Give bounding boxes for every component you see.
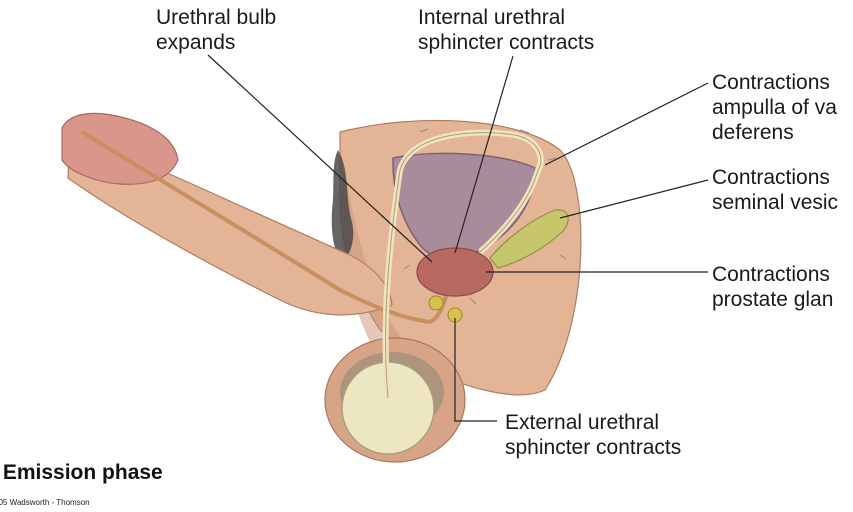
label-ampulla: Contractions ampulla of va deferens	[712, 70, 837, 145]
leader-seminal-vesicle	[559, 179, 709, 219]
figure-caption: ) Emission phase	[0, 461, 163, 485]
label-internal-sphincter: Internal urethral sphincter contracts	[418, 5, 594, 55]
label-external-sphincter: External urethral sphincter contracts	[505, 410, 681, 460]
copyright-notice: 005 Wadsworth - Thomson	[0, 498, 90, 507]
pubic-hair	[331, 150, 354, 262]
label-line: sphincter contracts	[505, 436, 682, 459]
glans	[61, 112, 179, 185]
label-seminal-vesicle: Contractions seminal vesic	[712, 165, 838, 215]
label-line: External urethral	[505, 411, 660, 434]
label-line: ampulla of va	[712, 96, 837, 119]
label-line: Urethral bulb	[156, 6, 277, 29]
thigh-shadow	[340, 170, 440, 384]
label-line: prostate glan	[712, 288, 834, 311]
vas-deferens-outline	[385, 132, 542, 399]
leader-ampulla	[544, 82, 709, 166]
urethra	[80, 130, 450, 325]
label-line: Contractions	[712, 71, 830, 94]
label-urethral-bulb: Urethral bulb expands	[156, 5, 276, 55]
label-line: expands	[156, 31, 236, 54]
label-line: Contractions	[712, 263, 830, 286]
leader-urethral-bulb	[207, 54, 433, 263]
label-line: sphincter contracts	[418, 31, 595, 54]
label-line: seminal vesic	[712, 191, 839, 214]
leader-external-sphincter	[454, 318, 497, 422]
leader-internal-sphincter	[454, 55, 514, 254]
contraction-marks	[403, 128, 567, 305]
label-line: Internal urethral	[418, 6, 566, 29]
label-line: deferens	[712, 121, 794, 144]
label-line: Contractions	[712, 166, 830, 189]
bulbourethral-gland	[428, 295, 444, 311]
label-prostate: Contractions prostate glan	[712, 262, 833, 312]
prostate-gland	[416, 247, 494, 297]
caption-title: Emission phase	[2, 461, 163, 484]
